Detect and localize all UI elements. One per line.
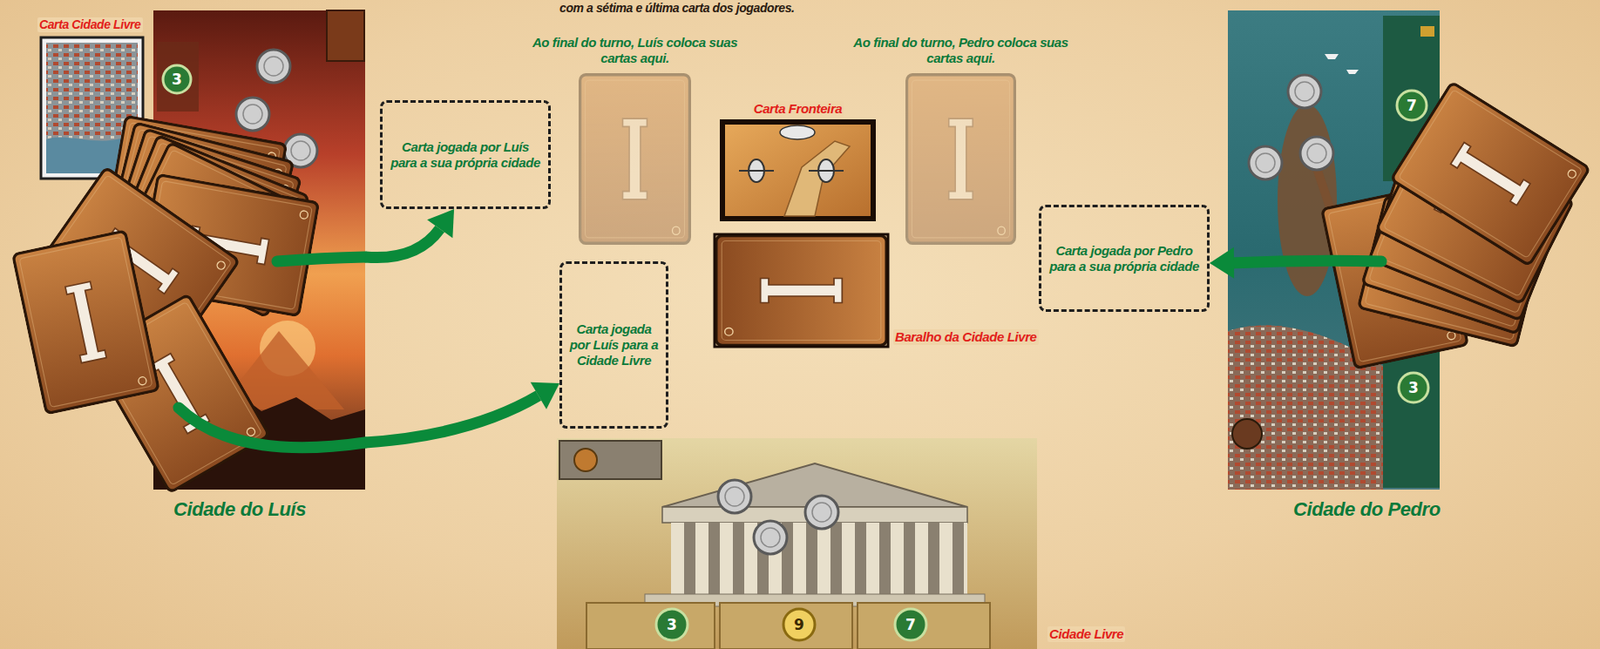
city-board: Cidade do Pedro bbox=[1227, 10, 1440, 490]
node-label: Cidade do Pedro bbox=[1293, 498, 1441, 522]
callout-label: Baralho da Cidade Livre bbox=[893, 329, 1039, 346]
callout-number: 3 bbox=[1408, 380, 1419, 396]
intro-text: com a sétima e última carta dos jogadore… bbox=[559, 0, 795, 16]
arrow-tail bbox=[178, 257, 1382, 448]
free-city-board bbox=[556, 438, 1038, 649]
city-board: Cidade do Luís bbox=[153, 10, 366, 490]
callout-number: 3 bbox=[171, 72, 183, 88]
callout-number: 7 bbox=[905, 617, 916, 633]
node-label: Carta jogada por Luís para a Cidade Livr… bbox=[569, 321, 659, 369]
callout-number: 9 bbox=[793, 617, 805, 633]
flow-arrow bbox=[1209, 247, 1234, 279]
drop-zone: Carta jogada por Luís para a Cidade Livr… bbox=[559, 261, 669, 429]
callout-label: Carta Fronteira bbox=[752, 101, 845, 117]
node-label: Carta jogada por Pedro para a sua própri… bbox=[1048, 243, 1200, 275]
callout-label: Cidade Livre bbox=[1047, 626, 1126, 643]
arrow-line bbox=[365, 395, 539, 443]
ghost-card bbox=[580, 74, 691, 245]
card-slot: Ao final do turno, Pedro coloca suas car… bbox=[905, 73, 1017, 245]
drop-zone: Carta jogada por Luís para a sua própria… bbox=[379, 100, 551, 210]
node-label: Carta jogada por Luís para a sua própria… bbox=[389, 139, 542, 171]
ghost-card bbox=[907, 74, 1016, 245]
flow-arrow bbox=[365, 209, 455, 258]
card-slot: Ao final do turno, Luís coloca suas cart… bbox=[578, 73, 692, 245]
border-card bbox=[719, 119, 876, 222]
border-card: Carta Fronteira bbox=[719, 119, 876, 222]
deck-outline bbox=[714, 234, 889, 347]
callout-number: 3 bbox=[666, 617, 678, 633]
callout-label: Carta Cidade Livre bbox=[37, 17, 143, 33]
node-label: Cidade do Luís bbox=[173, 498, 306, 522]
luis-hand bbox=[13, 115, 319, 493]
arrow-head bbox=[427, 209, 455, 238]
flow-arrow bbox=[365, 382, 560, 443]
pedro-hand bbox=[1322, 81, 1591, 369]
node-label: Ao final do turno, Luís coloca suas cart… bbox=[526, 34, 745, 67]
callout-number: 7 bbox=[1406, 98, 1417, 114]
node-label: Ao final do turno, Pedro coloca suas car… bbox=[852, 34, 1071, 67]
free-city-deck: Baralho da Cidade Livre bbox=[714, 234, 889, 347]
arrow-line bbox=[365, 229, 441, 258]
drop-zone: Carta jogada por Pedro para a sua própri… bbox=[1038, 204, 1210, 312]
arrow-head bbox=[1209, 247, 1234, 279]
free-city-card: Carta Cidade Livre bbox=[40, 37, 143, 179]
free-city-deck bbox=[716, 236, 887, 346]
arrow-head bbox=[530, 382, 560, 410]
